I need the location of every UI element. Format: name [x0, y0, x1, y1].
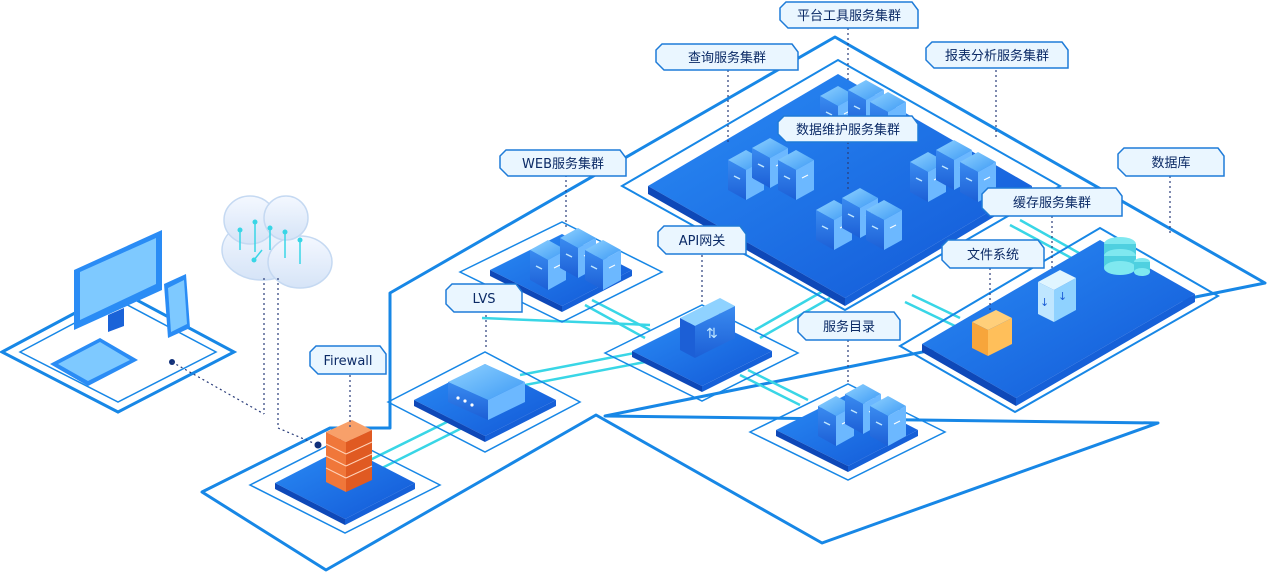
phone-icon — [164, 274, 190, 338]
cache-server-icon: ↓ ↓ — [1038, 270, 1076, 322]
tag-api: API网关 — [657, 225, 747, 255]
tag-web: WEB服务集群 — [499, 149, 627, 177]
tag-firewall: Firewall — [309, 345, 387, 375]
tag-query: 查询服务集群 — [655, 43, 799, 71]
label-leaders — [349, 28, 1171, 430]
tag-cache: 缓存服务集群 — [981, 187, 1123, 217]
label-cache: 缓存服务集群 — [1013, 195, 1091, 211]
server-icon — [448, 364, 525, 420]
svg-text:↓: ↓ — [1058, 290, 1067, 303]
label-service-dir: 服务目录 — [823, 319, 875, 335]
folder-icon — [972, 310, 1012, 356]
cloud-icon — [221, 195, 333, 289]
server-icon — [584, 239, 622, 291]
svg-text:⇅: ⇅ — [706, 326, 718, 342]
tag-database: 数据库 — [1117, 147, 1225, 177]
database-icon — [1104, 237, 1150, 276]
label-report: 报表分析服务集群 — [945, 48, 1049, 64]
tag-report: 报表分析服务集群 — [925, 41, 1069, 69]
label-firewall: Firewall — [323, 354, 372, 369]
tag-service-dir: 服务目录 — [797, 311, 901, 341]
label-file-system: 文件系统 — [967, 248, 1019, 263]
label-lvs: LVS — [473, 292, 496, 307]
tag-data-maint: 数据维护服务集群 — [777, 115, 919, 143]
tag-file-system: 文件系统 — [941, 239, 1045, 269]
label-web: WEB服务集群 — [522, 156, 604, 172]
tag-lvs: LVS — [445, 283, 523, 313]
tag-platform-tools: 平台工具服务集群 — [779, 1, 919, 29]
firewall-icon — [325, 420, 373, 492]
label-api: API网关 — [679, 234, 726, 249]
label-data-maint: 数据维护服务集群 — [796, 122, 900, 138]
svg-text:↓: ↓ — [1040, 296, 1049, 309]
server-icon — [869, 395, 907, 447]
label-query: 查询服务集群 — [688, 50, 766, 66]
tablet-icon — [50, 338, 138, 386]
label-platform-tools: 平台工具服务集群 — [797, 8, 901, 24]
server-icon — [865, 199, 903, 251]
server-icon — [777, 149, 815, 201]
api-gateway-icon: ⇅ — [680, 298, 735, 358]
client-devices — [0, 230, 238, 414]
desktop-monitor-icon — [74, 230, 162, 332]
dotted-connectors — [171, 278, 319, 446]
label-database: 数据库 — [1151, 155, 1190, 171]
